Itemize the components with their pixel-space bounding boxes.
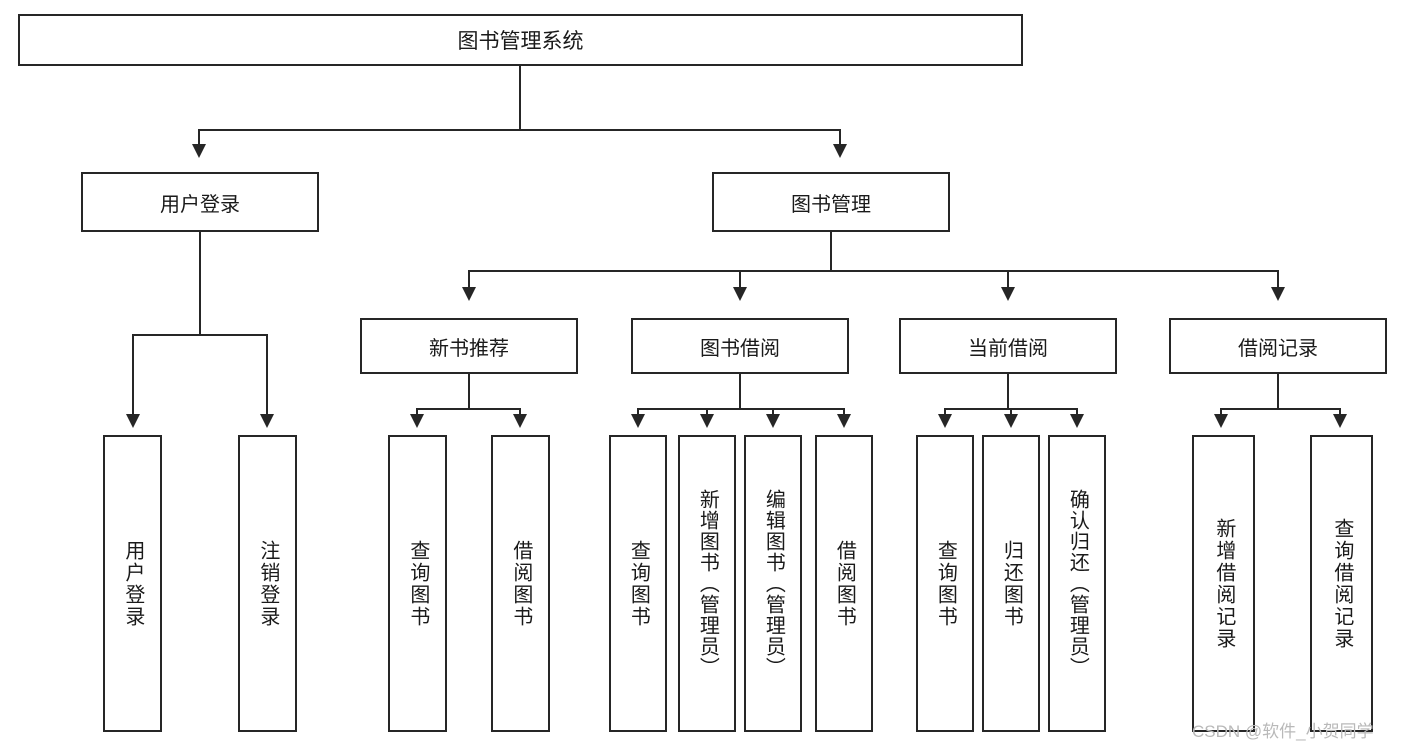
leaf-new-book-borrow[interactable]: 借阅图书 (491, 435, 550, 732)
arrowhead-br-leaf-1 (1214, 414, 1228, 428)
node-label: 用户登录 (121, 539, 144, 628)
connector-borrow-record-bus (1220, 408, 1341, 410)
node-label: 查询图书 (627, 539, 650, 628)
arrowhead-to-user-login (192, 144, 206, 158)
leaf-book-borrow-add[interactable]: 新增图书（管理员） (678, 435, 736, 732)
connector-new-book-bus (416, 408, 521, 410)
node-label: 图书借阅 (700, 337, 780, 360)
node-label: 查询图书 (406, 539, 429, 628)
leaf-new-book-query[interactable]: 查询图书 (388, 435, 447, 732)
node-label: 查询借阅记录 (1330, 517, 1353, 650)
arrowhead-to-new-book (462, 287, 476, 301)
node-borrow-record[interactable]: 借阅记录 (1169, 318, 1387, 374)
connector-root-drop-right (839, 129, 841, 146)
connector-user-login-stem (199, 232, 201, 335)
leaf-current-borrow-return[interactable]: 归还图书 (982, 435, 1040, 732)
arrowhead-nb-leaf-1 (410, 414, 424, 428)
leaf-user-login-signin[interactable]: 用户登录 (103, 435, 162, 732)
node-new-book-recommend[interactable]: 新书推荐 (360, 318, 578, 374)
leaf-borrow-record-add[interactable]: 新增借阅记录 (1192, 435, 1255, 732)
arrowhead-to-book-borrow (733, 287, 747, 301)
arrowhead-cb-leaf-2 (1004, 414, 1018, 428)
arrowhead-bb-leaf-4 (837, 414, 851, 428)
node-label: 查询图书 (934, 539, 957, 628)
connector-book-borrow-bus (637, 408, 845, 410)
connector-book-borrow-stem (739, 374, 741, 409)
node-label: 新增图书（管理员） (696, 489, 719, 678)
node-label: 用户登录 (160, 193, 240, 216)
connector-bm-drop-1 (468, 270, 470, 288)
arrowhead-user-login-leaf-2 (260, 414, 274, 428)
connector-br-drop-2 (1339, 408, 1341, 416)
node-label: 借阅图书 (509, 539, 532, 628)
connector-bb-drop-3 (772, 408, 774, 416)
leaf-book-borrow-lend[interactable]: 借阅图书 (815, 435, 873, 732)
node-label: 借阅图书 (833, 539, 856, 628)
node-label: 图书管理系统 (457, 30, 584, 53)
node-label: 归还图书 (1000, 539, 1023, 628)
node-user-login[interactable]: 用户登录 (81, 172, 319, 232)
connector-current-borrow-stem (1007, 374, 1009, 409)
node-label: 图书管理 (791, 193, 871, 216)
connector-cb-drop-3 (1076, 408, 1078, 416)
arrowhead-nb-leaf-2 (513, 414, 527, 428)
node-label: 注销登录 (256, 539, 279, 628)
arrowhead-bb-leaf-2 (700, 414, 714, 428)
node-label: 新增借阅记录 (1212, 517, 1235, 650)
node-label: 确认归还（管理员） (1066, 489, 1089, 678)
connector-book-manage-bus (468, 270, 1279, 272)
arrowhead-user-login-leaf-1 (126, 414, 140, 428)
arrowhead-to-book-manage (833, 144, 847, 158)
node-book-borrow[interactable]: 图书借阅 (631, 318, 849, 374)
arrowhead-cb-leaf-1 (938, 414, 952, 428)
arrowhead-to-current-borrow (1001, 287, 1015, 301)
node-current-borrow[interactable]: 当前借阅 (899, 318, 1117, 374)
arrowhead-br-leaf-2 (1333, 414, 1347, 428)
node-label: 编辑图书（管理员） (762, 489, 785, 678)
node-label: 借阅记录 (1238, 337, 1318, 360)
leaf-book-borrow-query[interactable]: 查询图书 (609, 435, 667, 732)
csdn-watermark: CSDN @软件_小贺同学 (1192, 717, 1374, 742)
arrowhead-to-borrow-record (1271, 287, 1285, 301)
node-book-manage[interactable]: 图书管理 (712, 172, 950, 232)
connector-user-login-drop-2 (266, 334, 268, 415)
leaf-user-login-signout[interactable]: 注销登录 (238, 435, 297, 732)
arrowhead-cb-leaf-3 (1070, 414, 1084, 428)
connector-new-book-stem (468, 374, 470, 409)
connector-book-manage-stem (830, 232, 832, 271)
node-label: 新书推荐 (429, 337, 509, 360)
connector-bm-drop-2 (739, 270, 741, 288)
connector-bb-drop-1 (637, 408, 639, 416)
connector-root-drop-left (198, 129, 200, 146)
leaf-book-borrow-edit[interactable]: 编辑图书（管理员） (744, 435, 802, 732)
connector-user-login-bus (132, 334, 268, 336)
arrowhead-bb-leaf-3 (766, 414, 780, 428)
connector-bm-drop-3 (1007, 270, 1009, 288)
connector-root-stem (519, 66, 521, 130)
leaf-borrow-record-query[interactable]: 查询借阅记录 (1310, 435, 1373, 732)
watermark-text: CSDN @软件_小贺同学 (1192, 722, 1374, 741)
connector-cb-drop-1 (944, 408, 946, 416)
arrowhead-bb-leaf-1 (631, 414, 645, 428)
leaf-current-borrow-confirm[interactable]: 确认归还（管理员） (1048, 435, 1106, 732)
connector-cb-drop-2 (1010, 408, 1012, 416)
connector-user-login-drop-1 (132, 334, 134, 415)
connector-bb-drop-4 (843, 408, 845, 416)
connector-nb-drop-2 (519, 408, 521, 416)
connector-br-drop-1 (1220, 408, 1222, 416)
connector-borrow-record-stem (1277, 374, 1279, 409)
connector-nb-drop-1 (416, 408, 418, 416)
leaf-current-borrow-query[interactable]: 查询图书 (916, 435, 974, 732)
connector-bm-drop-4 (1277, 270, 1279, 288)
connector-bb-drop-2 (706, 408, 708, 416)
node-label: 当前借阅 (968, 337, 1048, 360)
connector-root-bus (198, 129, 841, 131)
node-root-system[interactable]: 图书管理系统 (18, 14, 1023, 66)
